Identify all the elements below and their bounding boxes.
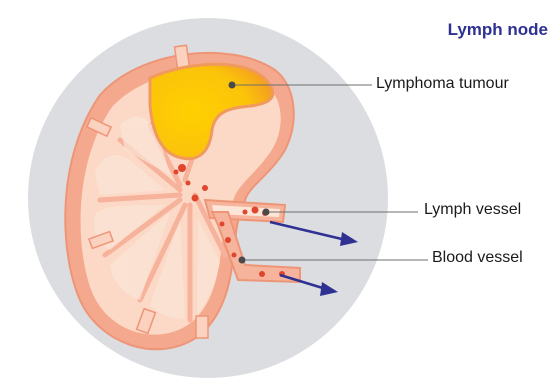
tumour-pointer-dot xyxy=(229,82,236,89)
label-lymphoma-tumour: Lymphoma tumour xyxy=(376,75,509,93)
lymph-vessel-pointer-dot xyxy=(263,209,270,216)
diagram-title: Lymph node xyxy=(448,20,548,40)
label-blood-vessel: Blood vessel xyxy=(432,249,523,267)
blood-vessel-pointer-dot xyxy=(239,257,246,264)
label-lymph-vessel: Lymph vessel xyxy=(424,201,521,219)
